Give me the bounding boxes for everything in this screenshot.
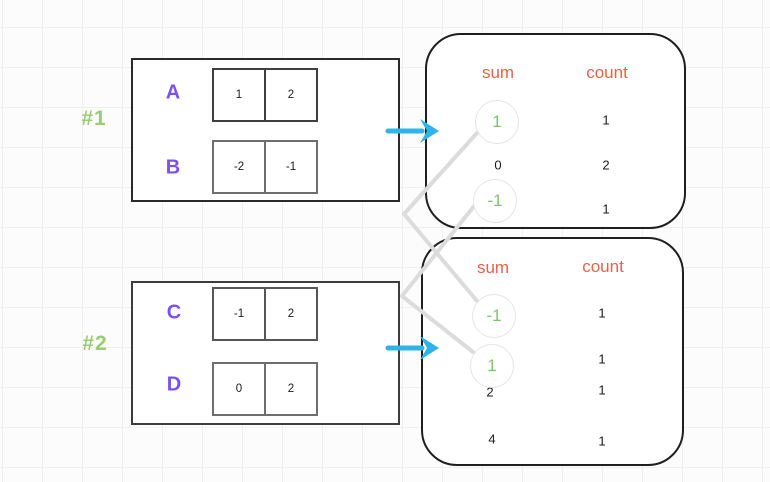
sum-value: 2 (486, 384, 494, 400)
count-column-header: count (586, 63, 628, 82)
sum-column-header: sum (481, 63, 515, 82)
sum-circle: 1 (470, 344, 514, 388)
count-value: 1 (602, 112, 610, 128)
array-d-label: D (166, 373, 182, 396)
group2-label: #2 (82, 332, 108, 355)
array-cell: -2 (212, 140, 266, 194)
sum-circle: 1 (475, 100, 519, 144)
sum-value: 4 (488, 431, 496, 447)
array-b-label: B (165, 156, 181, 179)
count-value: 1 (598, 351, 606, 367)
count-value: 1 (598, 382, 606, 398)
array-cell: 1 (212, 68, 266, 122)
array-a-cells: 1 2 (212, 68, 318, 122)
array-c-label: C (166, 301, 182, 324)
array-cell: 2 (266, 362, 318, 416)
array-a-label: A (165, 81, 181, 104)
array-cell: 2 (266, 68, 318, 122)
sum-column-header: sum (476, 258, 510, 277)
array-cell: 2 (266, 287, 318, 341)
group1-label: #1 (81, 107, 107, 130)
sum-table-1: sum count 1 1 0 2 -1 1 (425, 33, 686, 229)
count-value: 2 (602, 157, 610, 173)
sum-table-2: sum count -1 1 1 1 2 1 4 1 (421, 237, 684, 466)
count-value: 1 (602, 201, 610, 217)
array-c-cells: -1 2 (212, 287, 318, 341)
sum-circle: -1 (473, 179, 517, 223)
array-b-cells: -2 -1 (212, 140, 318, 194)
array-cell: -1 (266, 140, 318, 194)
count-column-header: count (582, 257, 624, 276)
array-cell: -1 (212, 287, 266, 341)
sum-value: 0 (494, 157, 502, 173)
count-value: 1 (598, 305, 606, 321)
array-d-cells: 0 2 (212, 362, 318, 416)
sum-circle: -1 (472, 294, 516, 338)
array-cell: 0 (212, 362, 266, 416)
count-value: 1 (598, 433, 606, 449)
